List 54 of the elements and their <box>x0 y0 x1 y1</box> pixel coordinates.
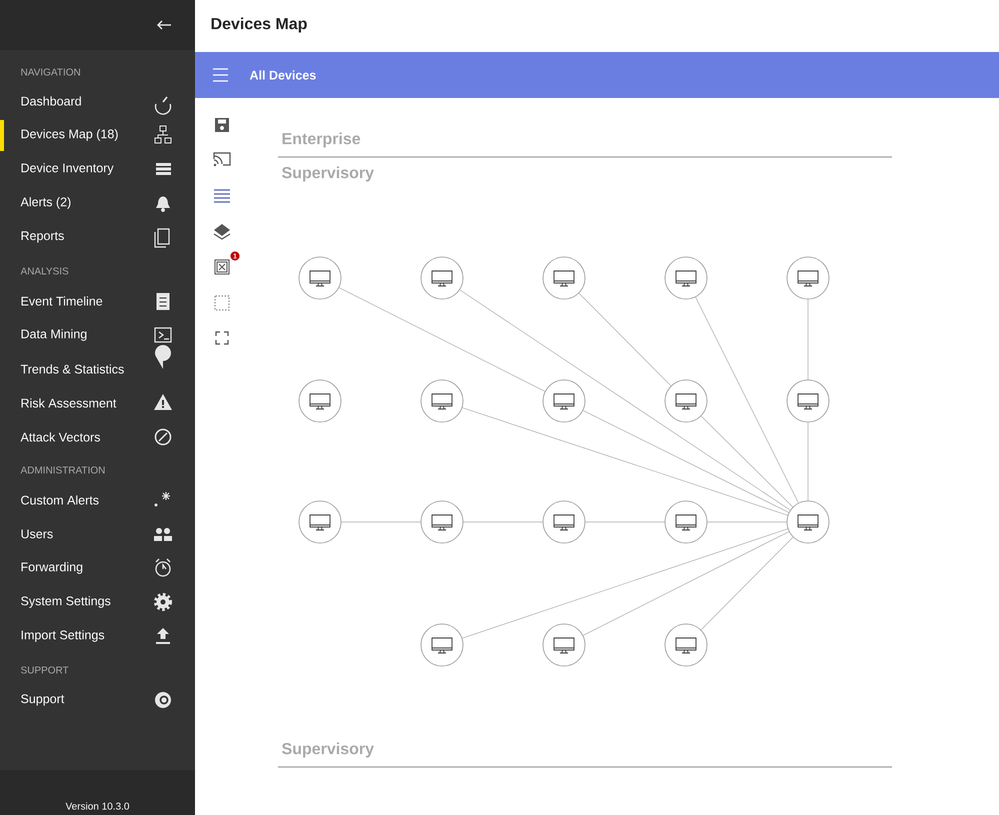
device-node <box>786 256 830 300</box>
device-node <box>664 500 708 544</box>
connector-line <box>462 407 788 516</box>
layer-heading: Supervisory <box>282 742 374 758</box>
device-node <box>786 380 830 422</box>
connector-line <box>338 287 546 392</box>
device-node <box>542 380 586 422</box>
device-node <box>298 500 342 544</box>
connector-line <box>582 531 790 636</box>
device-node <box>664 624 708 666</box>
menu-item: Users <box>22 530 53 538</box>
menu-item: Custom Alerts <box>21 495 99 505</box>
device-node <box>420 380 464 422</box>
section-heading: NAVIGATION <box>21 68 80 76</box>
section-heading: ADMINISTRATION <box>20 466 105 474</box>
device-node <box>542 256 586 300</box>
device-node <box>420 624 464 666</box>
device-node <box>420 500 464 544</box>
page-title: Devices Map <box>212 18 307 32</box>
device-node <box>542 500 586 544</box>
device-node <box>542 624 586 666</box>
menu-item: Event Timeline <box>22 296 102 306</box>
connector-line <box>700 536 794 630</box>
menu-item: Trends & Statistics <box>20 364 124 374</box>
device-node <box>420 256 464 300</box>
device-node <box>664 256 708 300</box>
connector-line <box>700 416 794 508</box>
menu-item: Device Inventory <box>22 163 114 175</box>
menu-item: Alerts (2) <box>20 197 70 209</box>
section-heading: ANALYSIS <box>20 267 68 275</box>
menu-item: Data Mining <box>22 329 86 341</box>
menu-item: Forwarding <box>22 562 82 574</box>
menu-item: System Settings <box>21 596 110 608</box>
device-node <box>298 380 342 422</box>
section-heading: SUPPORT <box>21 666 68 674</box>
layer-heading: Enterprise <box>282 132 360 148</box>
connector-line <box>462 528 788 639</box>
connector-line <box>578 292 672 386</box>
version-text: Version 10.3.0 <box>66 802 130 810</box>
menu-item: Risk Assessment <box>22 398 116 408</box>
connector-line <box>695 296 799 504</box>
connector-line <box>582 410 790 513</box>
menu-item: Support <box>21 694 64 706</box>
menu-item: Reports <box>22 231 64 243</box>
connector-line <box>459 290 791 510</box>
device-node <box>664 380 708 422</box>
device-node <box>786 500 830 544</box>
menu-item: Dashboard <box>22 96 81 106</box>
menu-item: Attack Vectors <box>20 432 100 442</box>
menu-item: Devices Map (18) <box>22 129 118 141</box>
menu-item: Import Settings <box>22 630 104 642</box>
toolbar-title: All Devices <box>250 70 316 80</box>
device-node <box>298 256 342 300</box>
layer-heading: Supervisory <box>282 166 374 182</box>
